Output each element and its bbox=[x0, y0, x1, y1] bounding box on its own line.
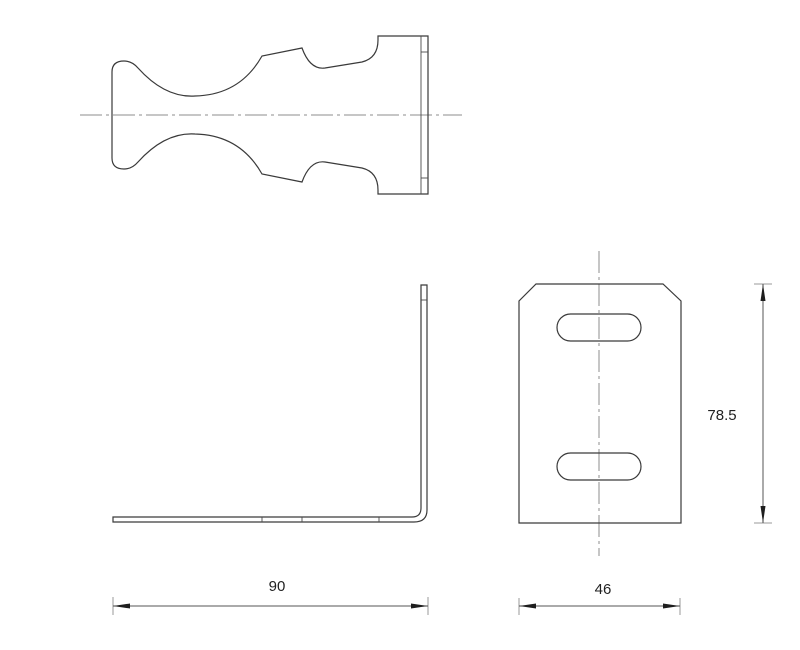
arrow-left-icon bbox=[113, 603, 130, 609]
dim-width-label: 46 bbox=[595, 581, 612, 598]
arrow-up-icon bbox=[760, 284, 766, 301]
side-view-profile bbox=[112, 284, 428, 523]
top-view bbox=[80, 35, 462, 195]
dim-length-label: 90 bbox=[269, 578, 286, 595]
front-view-slot-top bbox=[556, 313, 642, 342]
arrow-right-icon bbox=[411, 603, 428, 609]
arrow-right-icon bbox=[663, 603, 680, 609]
arrow-left-icon bbox=[519, 603, 536, 609]
dimension-length: 90 bbox=[112, 578, 429, 615]
dim-height-label: 78.5 bbox=[707, 407, 736, 424]
top-view-outline bbox=[111, 35, 429, 195]
dimension-width: 46 bbox=[518, 581, 681, 615]
front-view bbox=[518, 251, 682, 556]
front-view-plate-outline bbox=[518, 283, 682, 524]
front-view-slot-bottom bbox=[556, 452, 642, 481]
dimension-height: 78.5 bbox=[707, 283, 772, 524]
side-view bbox=[112, 284, 428, 523]
arrow-down-icon bbox=[760, 506, 766, 523]
